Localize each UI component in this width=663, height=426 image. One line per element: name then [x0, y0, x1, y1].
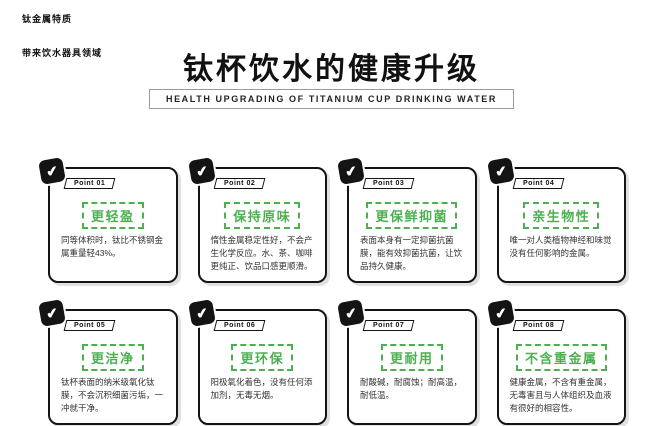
- feature-card: ✔ Point 06 更环保 阳极氧化着色，没有任何添加剂，无毒无烟。: [187, 299, 327, 425]
- tagline-line1: 钛金属特质: [22, 14, 73, 24]
- feature-card: ✔ Point 07 更耐用 耐酸碱，耐腐蚀；耐高温，耐低温。: [337, 299, 477, 425]
- point-label-text: Point 04: [522, 180, 554, 187]
- card-title: 不含重金属: [515, 344, 607, 371]
- point-label: Point 07: [362, 320, 415, 331]
- card-description: 钛杯表面的纳米级氧化钛膜，不会沉积细菌污垢，一冲就干净。: [61, 377, 164, 414]
- check-icon: ✔: [486, 157, 515, 185]
- card-title-row: 不含重金属: [506, 344, 618, 371]
- point-label: Point 02: [213, 178, 266, 189]
- subtitle-wrap: HEALTH UPGRADING OF TITANIUM CUP DRINKIN…: [0, 89, 663, 109]
- card-title-row: 保持原味: [207, 202, 319, 229]
- point-label-text: Point 01: [74, 180, 106, 187]
- point-label-text: Point 03: [373, 180, 405, 187]
- card-title: 亲生物性: [523, 202, 600, 229]
- point-label: Point 04: [512, 178, 565, 189]
- point-label: Point 05: [63, 320, 116, 331]
- card-title-row: 更环保: [207, 344, 319, 371]
- point-label-text: Point 06: [223, 322, 255, 329]
- check-icon: ✔: [187, 157, 216, 185]
- page-title: 钛杯饮水的健康升级: [183, 53, 480, 86]
- tagline-line2: 带来饮水器具领域: [22, 48, 103, 58]
- check-icon: ✔: [337, 157, 365, 185]
- feature-card: ✔ Point 01 更轻盈 同等体积时，钛比不锈钢金属重量轻43%。: [38, 157, 178, 283]
- card-description: 表面本身有一定抑菌抗菌膜，能有效抑菌抗菌，让饮品持久健康。: [360, 235, 463, 272]
- card-title: 更环保: [231, 344, 293, 371]
- check-icon: ✔: [337, 299, 365, 327]
- card-description: 同等体积时，钛比不锈钢金属重量轻43%。: [61, 235, 164, 259]
- point-label-text: Point 02: [223, 180, 255, 187]
- card-title: 更保鲜抑菌: [366, 202, 457, 229]
- card-title: 保持原味: [224, 202, 301, 229]
- check-icon: ✔: [187, 299, 216, 327]
- card-title-row: 更保鲜抑菌: [356, 202, 468, 229]
- point-label: Point 06: [213, 320, 266, 331]
- point-label: Point 03: [362, 178, 415, 189]
- page-subtitle: HEALTH UPGRADING OF TITANIUM CUP DRINKIN…: [148, 89, 515, 109]
- point-label: Point 08: [512, 320, 565, 331]
- card-title-row: 亲生物性: [506, 202, 618, 229]
- point-label-text: Point 08: [522, 322, 554, 329]
- card-description: 健康金属，不含有重金属，无毒害且与人体组织及血液有很好的相容性。: [509, 377, 612, 414]
- card-title: 更轻盈: [81, 202, 144, 229]
- card-title: 更洁净: [81, 344, 144, 371]
- card-description: 耐酸碱，耐腐蚀；耐高温，耐低温。: [360, 377, 463, 401]
- card-title-row: 更耐用: [356, 344, 468, 371]
- check-icon: ✔: [38, 157, 66, 185]
- point-label-text: Point 05: [74, 322, 106, 329]
- feature-card: ✔ Point 04 亲生物性 唯一对人类植物神经和味觉没有任何影响的金属。: [486, 157, 626, 283]
- card-title-row: 更洁净: [57, 344, 169, 371]
- check-icon: ✔: [486, 299, 515, 327]
- card-description: 唯一对人类植物神经和味觉没有任何影响的金属。: [509, 235, 612, 259]
- card-title-row: 更轻盈: [57, 202, 169, 229]
- check-icon: ✔: [38, 299, 66, 327]
- card-title: 更耐用: [380, 344, 443, 371]
- feature-card: ✔ Point 02 保持原味 惰性金属稳定性好，不会产生化学反应。水、茶、咖啡…: [187, 157, 327, 283]
- feature-card: ✔ Point 03 更保鲜抑菌 表面本身有一定抑菌抗菌膜，能有效抑菌抗菌，让饮…: [337, 157, 477, 283]
- feature-card-grid: ✔ Point 01 更轻盈 同等体积时，钛比不锈钢金属重量轻43%。 ✔ Po…: [38, 157, 626, 425]
- card-description: 惰性金属稳定性好，不会产生化学反应。水、茶、咖啡更纯正、饮品口感更顺滑。: [210, 235, 313, 272]
- card-description: 阳极氧化着色，没有任何添加剂，无毒无烟。: [210, 377, 313, 401]
- feature-card: ✔ Point 05 更洁净 钛杯表面的纳米级氧化钛膜，不会沉积细菌污垢，一冲就…: [38, 299, 178, 425]
- point-label: Point 01: [63, 178, 116, 189]
- feature-card: ✔ Point 08 不含重金属 健康金属，不含有重金属，无毒害且与人体组织及血…: [486, 299, 626, 425]
- point-label-text: Point 07: [373, 322, 405, 329]
